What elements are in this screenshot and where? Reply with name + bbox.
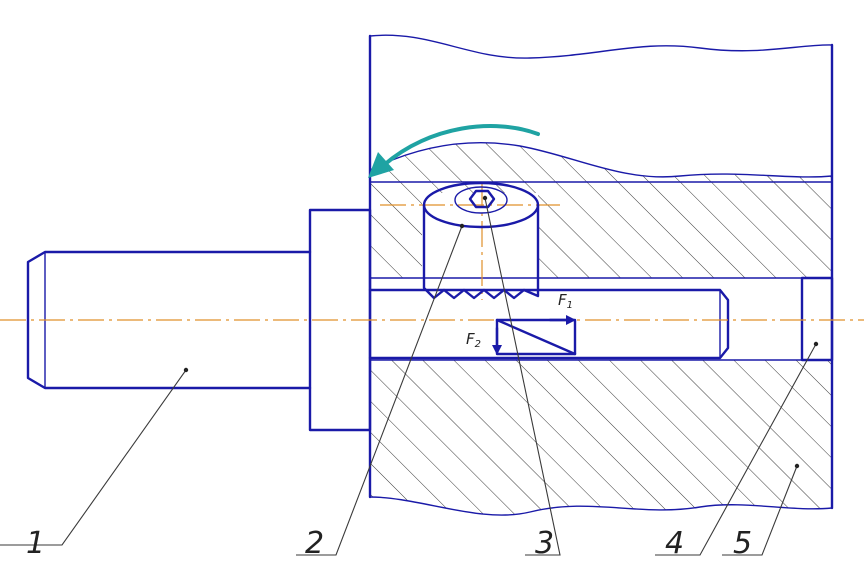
screw-body bbox=[422, 203, 540, 300]
housing-top-break bbox=[369, 34, 833, 59]
leader-3 bbox=[484, 197, 561, 556]
housing-outline bbox=[368, 34, 834, 516]
leader-1 bbox=[0, 369, 187, 546]
force-f1-letter: F bbox=[558, 291, 567, 309]
force-resultant bbox=[495, 318, 577, 356]
leader-1-dot bbox=[183, 367, 189, 373]
retaining-ring-slot bbox=[800, 276, 834, 362]
force-f1-sub: 1 bbox=[567, 300, 573, 311]
leader-2 bbox=[296, 225, 463, 556]
force-f2-arrowhead bbox=[492, 345, 502, 355]
housing-bottom-break bbox=[369, 496, 833, 516]
rotation-arrow-head bbox=[368, 152, 394, 178]
part-labels: 1 2 3 4 5 bbox=[26, 526, 752, 561]
force-f1-label: F1 bbox=[558, 291, 573, 311]
force-diagram: F1 F2 bbox=[466, 291, 577, 356]
force-f2-sub: 2 bbox=[475, 339, 481, 350]
part-label-5: 5 bbox=[733, 526, 752, 561]
leader-5-dot bbox=[794, 463, 800, 469]
curved-arrow-icon bbox=[368, 124, 540, 178]
part-label-4: 4 bbox=[665, 526, 684, 561]
part-label-2: 2 bbox=[305, 526, 324, 561]
set-screw bbox=[422, 181, 540, 300]
force-f2-label: F2 bbox=[466, 330, 481, 350]
shaft-body bbox=[26, 250, 312, 390]
force-f2-letter: F bbox=[466, 330, 475, 348]
leader-4 bbox=[655, 343, 817, 556]
screw-head-mask bbox=[422, 193, 538, 289]
screw-head-inner-ring bbox=[454, 186, 508, 214]
lower-hatch-region bbox=[370, 360, 832, 516]
housing-mid-break bbox=[369, 141, 833, 178]
leader-3-dot bbox=[482, 195, 488, 201]
leader-lines bbox=[0, 195, 819, 556]
leader-2-dot bbox=[459, 223, 465, 229]
hex-socket-icon bbox=[468, 189, 496, 209]
force-f1-arrowhead bbox=[566, 315, 576, 325]
rotation-arrow-arc bbox=[382, 124, 540, 167]
screw-head-top bbox=[422, 181, 540, 229]
shaft-inner-segment bbox=[368, 288, 730, 360]
leader-4-dot bbox=[813, 341, 819, 347]
part-label-1: 1 bbox=[26, 526, 45, 561]
leader-5 bbox=[722, 465, 798, 556]
part-label-3: 3 bbox=[535, 526, 554, 561]
